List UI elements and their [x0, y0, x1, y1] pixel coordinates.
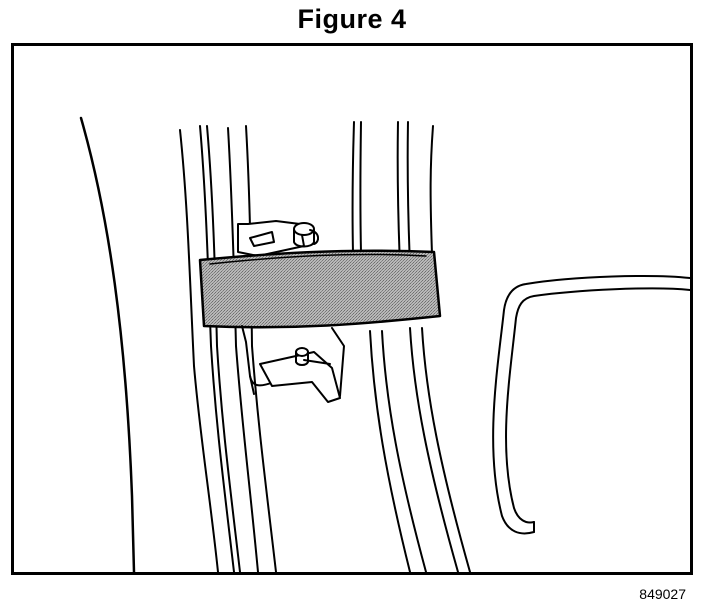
figure-frame [11, 43, 693, 575]
door-check-rod [492, 275, 690, 535]
hinge-pin-lower [295, 347, 309, 366]
wrapping-strap [198, 249, 442, 329]
body-pillar [179, 121, 471, 572]
door-edge-line [79, 116, 136, 572]
figure-title: Figure 4 [297, 4, 407, 34]
hinge-pin-upper [293, 222, 320, 248]
hinge-illustration [79, 116, 690, 572]
wrapping-strap-top-fold [209, 253, 427, 265]
figure-reference-number: 849027 [639, 586, 686, 602]
lower-hinge-bracket [241, 325, 345, 403]
